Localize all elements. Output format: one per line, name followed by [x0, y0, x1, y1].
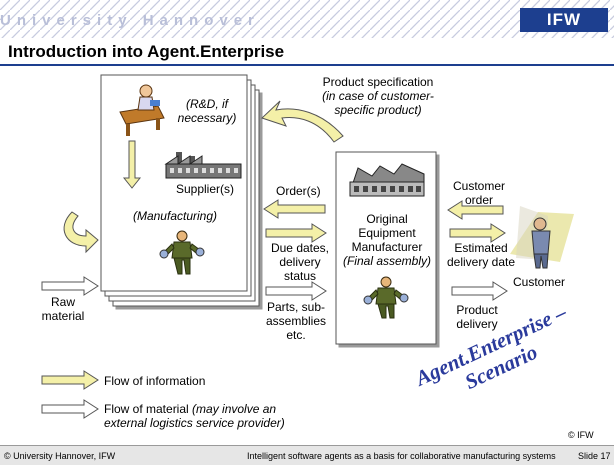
page-title: Introduction into Agent.Enterprise	[8, 42, 285, 61]
copyright-label: © IFW	[568, 430, 594, 440]
raw-material-label: Raw material	[41, 295, 85, 323]
supplier-factory-icon	[164, 152, 242, 179]
header-band: University Hannover	[0, 0, 614, 38]
due-dates-label: Due dates, delivery status	[270, 241, 330, 283]
orders-arrow	[263, 199, 326, 219]
footer-bar	[0, 445, 614, 465]
university-watermark: University Hannover	[0, 12, 260, 29]
customer-label: Customer	[513, 275, 566, 289]
rnd-desk-icon	[119, 84, 165, 136]
suppliers-label: Supplier(s)	[175, 182, 235, 196]
customer-order-arrow	[447, 200, 504, 220]
raw-material-arrow	[41, 276, 99, 296]
supplier-worker-icon	[159, 230, 205, 275]
oem-factory-icon	[349, 163, 425, 197]
parts-label: Parts, sub- assemblies etc.	[265, 300, 327, 342]
oem-label: Original Equipment Manufacturer (Final a…	[342, 212, 432, 268]
estimated-delivery-arrow	[449, 223, 506, 243]
footer-center: Intelligent software agents as a basis f…	[247, 451, 556, 461]
manufacturing-label: (Manufacturing)	[132, 209, 218, 223]
product-delivery-arrow	[451, 281, 508, 301]
scenario-diagram	[41, 74, 574, 419]
slide-number: Slide 17	[578, 451, 611, 461]
supplier-down-arrow	[122, 140, 142, 189]
product-spec-label: Product specification (in case of custom…	[322, 75, 434, 117]
orders-label: Order(s)	[276, 184, 321, 198]
product-spec-arrow	[261, 100, 344, 143]
oem-worker-icon	[363, 276, 409, 319]
customer-order-label: Customer order	[452, 179, 505, 207]
legend-material-label: Flow of material (may involve an externa…	[104, 402, 285, 430]
customer-icon	[510, 206, 574, 269]
legend-info-arrow	[41, 370, 99, 390]
header-pattern	[0, 0, 614, 38]
footer-left: © University Hannover, IFW	[4, 451, 116, 461]
product-delivery-label: Product delivery	[456, 303, 498, 331]
rnd-label: (R&D, if necessary)	[177, 97, 237, 125]
legend-info-label: Flow of information	[104, 374, 206, 388]
title-rule	[0, 64, 614, 66]
loop-arrow	[63, 211, 99, 254]
parts-arrow	[265, 281, 327, 301]
legend-material-arrow	[41, 399, 99, 419]
estimated-delivery-label: Estimated delivery date	[446, 241, 516, 269]
ifw-logo: IFW	[520, 8, 608, 32]
due-dates-arrow	[265, 223, 327, 243]
